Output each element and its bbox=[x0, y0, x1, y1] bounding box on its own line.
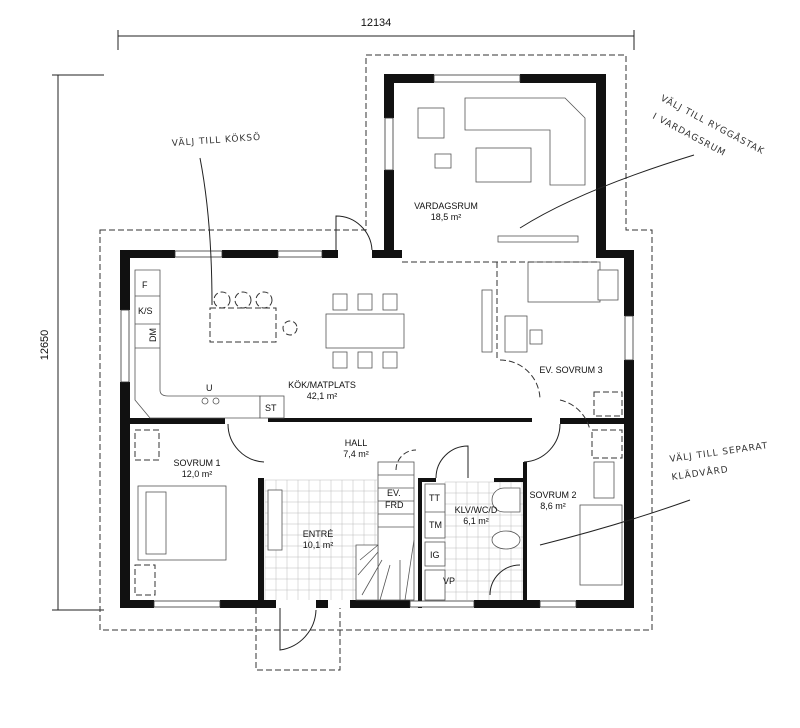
bedroom2-furniture bbox=[579, 429, 623, 586]
room-dividers bbox=[402, 261, 600, 360]
dimension-lines bbox=[52, 30, 635, 611]
dining-table bbox=[325, 293, 405, 369]
porch-outline bbox=[255, 608, 341, 671]
roof-outline bbox=[99, 54, 653, 631]
room-area-sovrum1: 12,0 m² bbox=[182, 469, 213, 479]
ev-label: EV. bbox=[387, 488, 401, 498]
room-area-vardagsrum: 18,5 m² bbox=[431, 212, 462, 222]
vp-label: VP bbox=[443, 576, 455, 586]
room-area-kok: 42,1 m² bbox=[307, 391, 338, 401]
kitchen-counter bbox=[134, 269, 285, 419]
washer-label: TM bbox=[429, 520, 442, 530]
room-area-entre: 10,1 m² bbox=[303, 540, 334, 550]
windows bbox=[120, 74, 634, 608]
oven-label: U bbox=[206, 383, 213, 393]
room-name-hall: HALL bbox=[345, 438, 368, 448]
height-dimension: 12650 bbox=[39, 330, 51, 361]
living-room-furniture bbox=[417, 97, 586, 243]
staircase bbox=[267, 449, 417, 601]
kitchen-island-option bbox=[209, 291, 298, 343]
annotation-kitchen-island: VÄLJ TILL KÖKSÖ bbox=[171, 132, 261, 149]
doors bbox=[227, 215, 591, 651]
room-name-sovrum1: SOVRUM 1 bbox=[173, 458, 220, 468]
frd-label: FRD bbox=[385, 500, 404, 510]
room-labels: VARDAGSRUM 18,5 m² KÖK/MATPLATS 42,1 m² … bbox=[173, 201, 602, 550]
room-name-sovrum2: SOVRUM 2 bbox=[529, 490, 576, 500]
annotation-roof-2: I VARDAGSRUM bbox=[651, 112, 728, 159]
ig-label: IG bbox=[430, 550, 440, 560]
room-area-klv: 6,1 m² bbox=[463, 516, 489, 526]
room-area-sovrum2: 8,6 m² bbox=[540, 501, 566, 511]
fridge-label: F bbox=[142, 280, 148, 290]
dishwasher-label: DM bbox=[148, 328, 158, 342]
bathroom-fixtures bbox=[424, 483, 521, 601]
annotations: VÄLJ TILL KÖKSÖ VÄLJ TILL RYGGÅSTAK I VA… bbox=[171, 92, 769, 546]
annotation-wardrobe-1: VÄLJ TILL SEPARAT bbox=[669, 440, 769, 465]
walls bbox=[120, 74, 634, 608]
width-dimension: 12134 bbox=[361, 17, 392, 29]
bedroom1-furniture bbox=[134, 429, 227, 596]
annotation-wardrobe-2: KLÄDVÅRD bbox=[671, 463, 730, 483]
room-area-hall: 7,4 m² bbox=[343, 449, 369, 459]
stove-label: ST bbox=[265, 403, 277, 413]
room-name-kok: KÖK/MATPLATS bbox=[288, 380, 356, 390]
dryer-label: TT bbox=[429, 493, 440, 503]
bedroom3-furniture bbox=[481, 261, 623, 417]
room-name-klv: KLV/WC/D bbox=[455, 505, 498, 515]
room-name-sovrum3: EV. SOVRUM 3 bbox=[539, 365, 602, 375]
fridge-freezer-label: K/S bbox=[138, 306, 153, 316]
room-name-vardagsrum: VARDAGSRUM bbox=[414, 201, 478, 211]
room-name-entre: ENTRÉ bbox=[303, 529, 334, 539]
